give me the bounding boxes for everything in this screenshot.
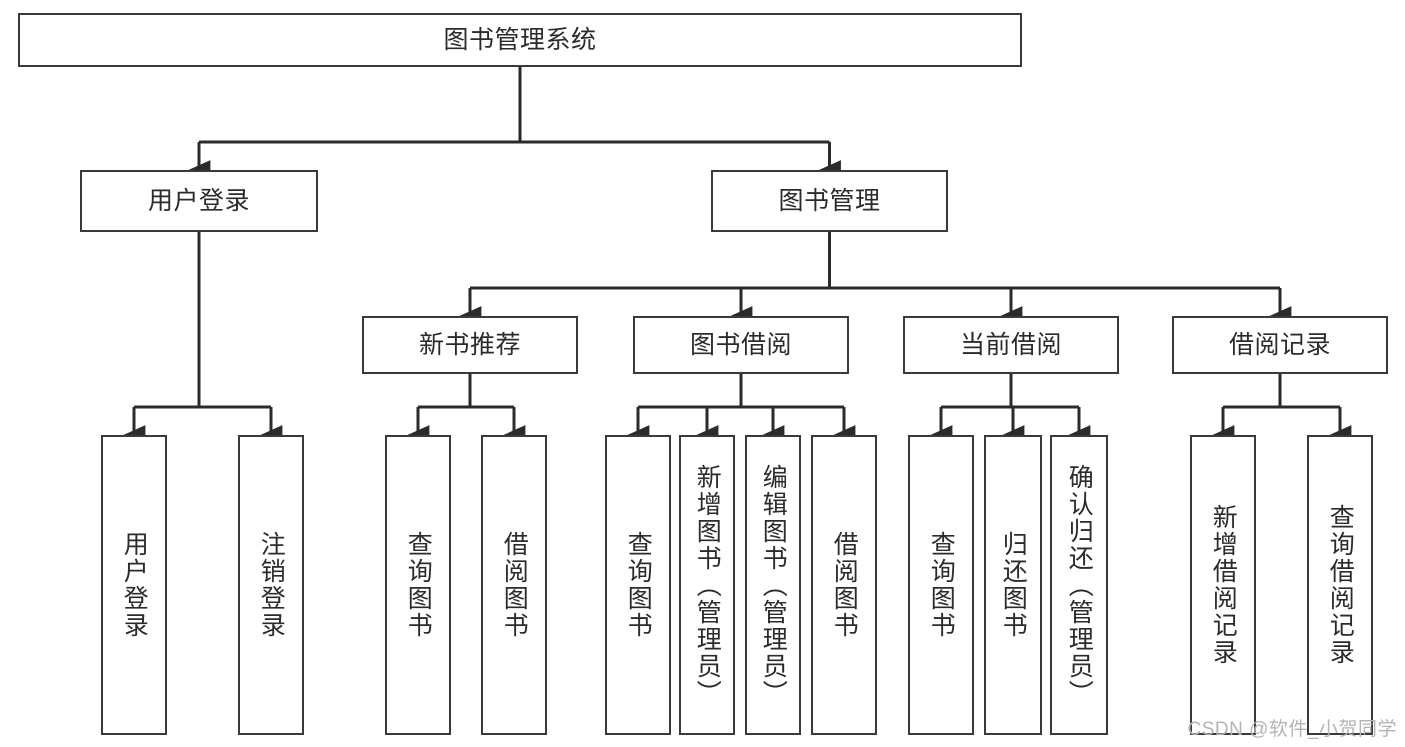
node-label: 查询图书 — [624, 531, 653, 639]
node-label: 编辑图书（管理员） — [759, 463, 788, 707]
node-label: 图书借阅 — [689, 330, 792, 359]
node-label: 新增借阅记录 — [1209, 504, 1238, 666]
node-leaf_return[interactable]: 归还图书 — [984, 435, 1042, 735]
node-current_borrow[interactable]: 当前借阅 — [903, 316, 1119, 374]
node-label: 新书推荐 — [418, 330, 521, 359]
node-label: 用户登录 — [120, 531, 149, 639]
node-label: 新增图书（管理员） — [693, 463, 722, 707]
node-label: 图书管理系统 — [443, 25, 597, 54]
node-label: 归还图书 — [999, 531, 1028, 639]
node-label: 注销登录 — [257, 531, 286, 639]
node-leaf_q_book_3[interactable]: 查询图书 — [908, 435, 974, 735]
node-borrow_record[interactable]: 借阅记录 — [1172, 316, 1388, 374]
node-label: 借阅记录 — [1228, 330, 1331, 359]
node-leaf_user_login[interactable]: 用户登录 — [101, 435, 167, 735]
node-leaf_q_rec[interactable]: 查询借阅记录 — [1307, 435, 1373, 735]
node-book_manage[interactable]: 图书管理 — [711, 170, 948, 232]
node-leaf_edit_book[interactable]: 编辑图书（管理员） — [745, 435, 801, 735]
node-label: 确认归还（管理员） — [1065, 463, 1094, 707]
node-leaf_q_book_2[interactable]: 查询图书 — [605, 435, 671, 735]
node-label: 图书管理 — [778, 186, 881, 215]
node-leaf_q_book_1[interactable]: 查询图书 — [385, 435, 451, 735]
node-label: 借阅图书 — [500, 531, 529, 639]
node-leaf_logout[interactable]: 注销登录 — [238, 435, 304, 735]
node-label: 查询图书 — [404, 531, 433, 639]
node-leaf_b_book_2[interactable]: 借阅图书 — [811, 435, 877, 735]
node-book_borrow[interactable]: 图书借阅 — [633, 316, 849, 374]
node-label: 当前借阅 — [959, 330, 1062, 359]
node-leaf_b_book_1[interactable]: 借阅图书 — [481, 435, 547, 735]
node-label: 查询图书 — [927, 531, 956, 639]
node-user_login[interactable]: 用户登录 — [80, 170, 318, 232]
node-root[interactable]: 图书管理系统 — [18, 13, 1022, 67]
node-leaf_add_rec[interactable]: 新增借阅记录 — [1190, 435, 1256, 735]
node-new_book_rec[interactable]: 新书推荐 — [362, 316, 578, 374]
node-label: 查询借阅记录 — [1326, 504, 1355, 666]
node-label: 用户登录 — [147, 186, 250, 215]
node-leaf_add_book[interactable]: 新增图书（管理员） — [679, 435, 735, 735]
node-leaf_conf_ret[interactable]: 确认归还（管理员） — [1050, 435, 1108, 735]
watermark-text: CSDN @软件_小贺同学 — [1187, 719, 1397, 740]
node-label: 借阅图书 — [830, 531, 859, 639]
